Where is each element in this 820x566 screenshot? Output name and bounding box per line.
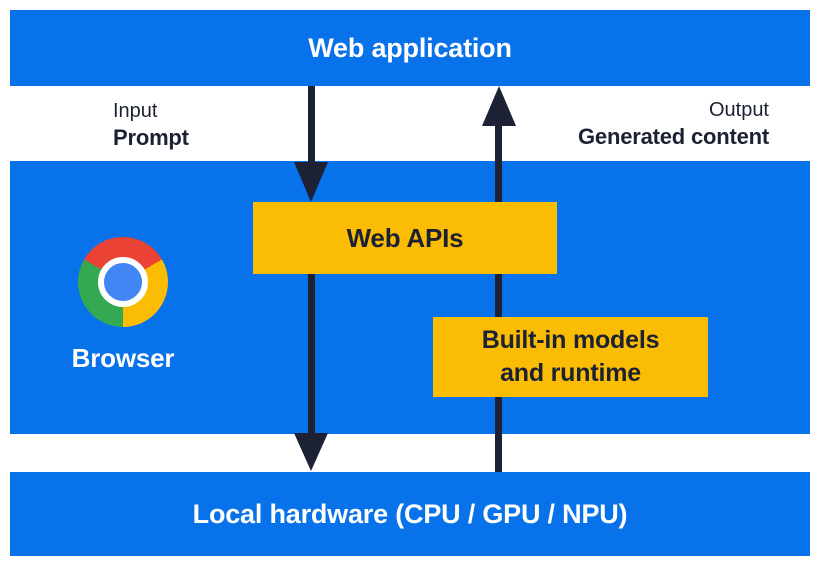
down-arrow-icon [294, 433, 328, 471]
browser-label: Browser [71, 343, 175, 373]
local-hardware-label: Local hardware (CPU / GPU / NPU) [192, 498, 628, 529]
web-application-label: Web application [308, 32, 512, 63]
builtin-models-label-line2: and runtime [500, 359, 641, 387]
web-application-layer: Web application [10, 10, 810, 86]
local-hardware-layer: Local hardware (CPU / GPU / NPU) [10, 472, 810, 556]
chrome-logo-icon [78, 237, 168, 327]
builtin-models-box: Built-in models and runtime [433, 317, 708, 397]
input-prompt-label: Prompt [113, 125, 189, 150]
builtin-models-label-line1: Built-in models [481, 326, 660, 354]
up-arrow-icon [482, 86, 516, 126]
input-caption: Input [113, 100, 158, 122]
up-arrow-line [495, 122, 502, 472]
chrome-logo-center [98, 257, 148, 307]
output-caption-group: Output Generated content [578, 98, 769, 150]
down-arrow-icon [294, 162, 328, 202]
output-generated-content-label: Generated content [578, 124, 769, 149]
down-arrow-line-bottom [308, 274, 315, 435]
down-arrow-line-top [308, 86, 315, 166]
input-caption-group: Input Prompt [113, 99, 189, 151]
output-caption: Output [708, 99, 769, 121]
web-apis-box: Web APIs [253, 202, 557, 274]
web-apis-label: Web APIs [346, 222, 464, 253]
